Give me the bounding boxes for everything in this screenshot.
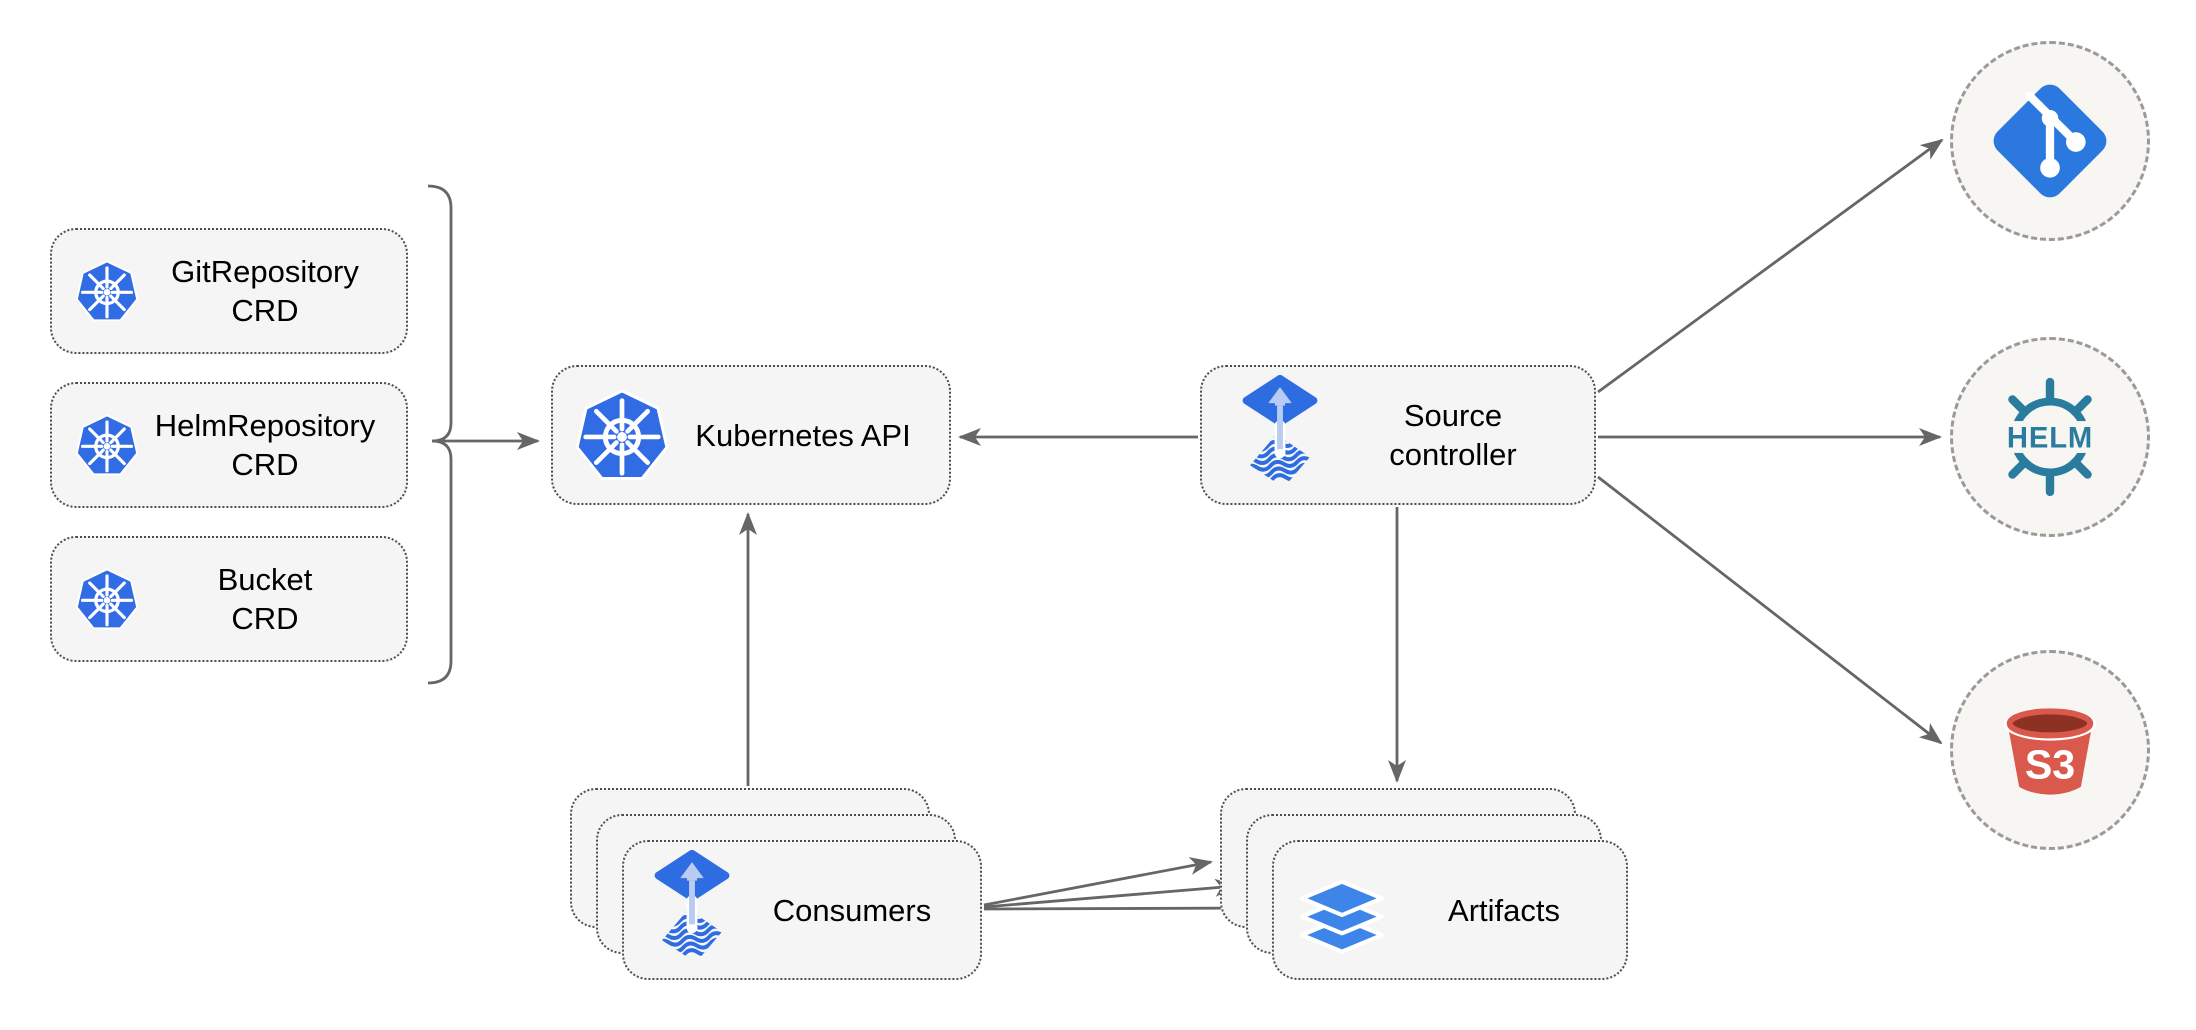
helmrepository-crd-node: HelmRepository CRD — [50, 382, 408, 508]
s3-label: S3 — [2025, 741, 2075, 787]
kubernetes-icon — [573, 386, 671, 484]
s3-target: S3 — [1950, 650, 2150, 850]
s3-bucket-icon: S3 — [2003, 708, 2097, 795]
artifacts-node: Artifacts — [1272, 840, 1628, 980]
consumers-node: Consumers — [622, 840, 982, 980]
flux-icon — [1238, 372, 1322, 498]
arrow-consumers-to-artifacts-1 — [983, 857, 1213, 907]
source-controller-node: Source controller — [1200, 365, 1596, 505]
gitrepository-crd-node: GitRepository CRD — [50, 228, 408, 354]
git-icon — [1988, 79, 2112, 203]
git-target — [1950, 41, 2150, 241]
helm-target: HELM — [1950, 337, 2150, 537]
arrow-consumers-to-artifacts-3 — [983, 899, 1264, 918]
helm-label: HELM — [2007, 423, 2093, 455]
bucket-crd-label: Bucket CRD — [217, 562, 313, 636]
helm-icon: HELM — [1998, 377, 2102, 497]
source-controller-label: Source controller — [1389, 398, 1517, 472]
kubernetes-icon — [74, 258, 140, 324]
arrow-source-to-git — [1597, 138, 1944, 394]
gitrepository-crd-label: GitRepository CRD — [171, 254, 359, 328]
artifacts-label: Artifacts — [1448, 892, 1560, 928]
flux-icon — [650, 847, 734, 973]
kubernetes-api-label: Kubernetes API — [695, 417, 911, 453]
layers-icon — [1292, 863, 1392, 957]
crd-group-bracket — [427, 184, 453, 685]
helmrepository-crd-label: HelmRepository CRD — [154, 408, 376, 482]
arrow-source-to-s3 — [1597, 475, 1943, 745]
kubernetes-icon — [74, 412, 140, 478]
kubernetes-icon — [74, 566, 140, 632]
kubernetes-api-node: Kubernetes API — [551, 365, 951, 505]
consumers-label: Consumers — [772, 892, 932, 928]
bucket-crd-node: Bucket CRD — [50, 536, 408, 662]
arrow-consumers-to-artifacts-2 — [983, 878, 1238, 909]
